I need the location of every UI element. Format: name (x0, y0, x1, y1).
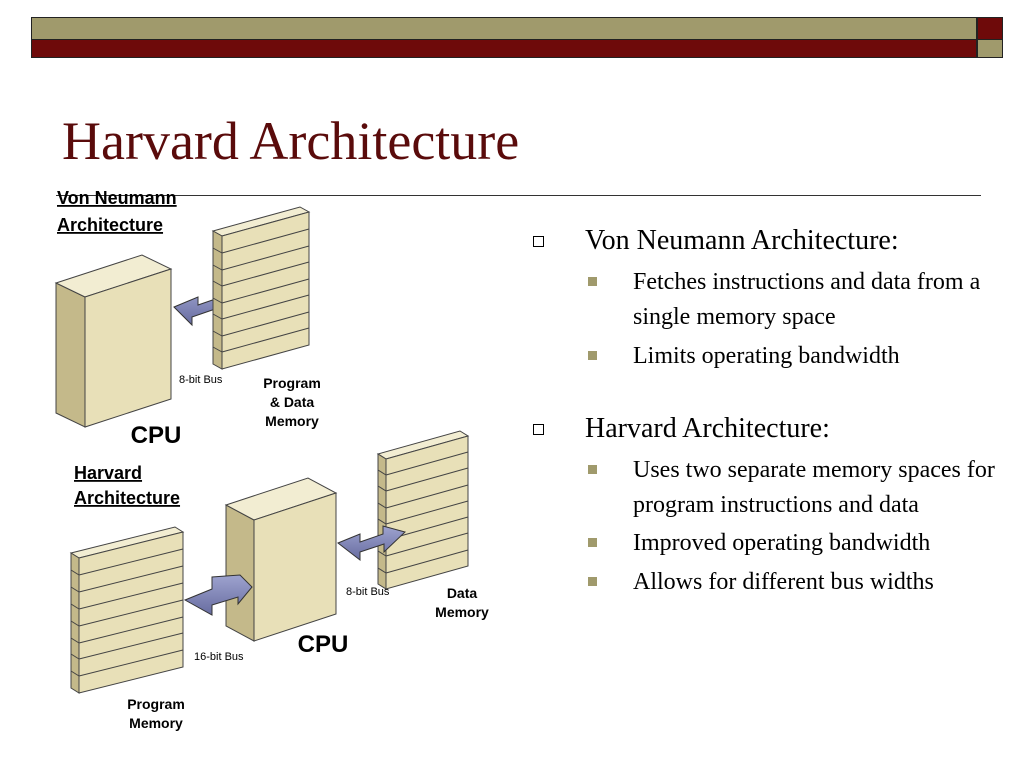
header-band-maroon (31, 40, 977, 58)
slide-title: Harvard Architecture (62, 111, 520, 171)
sub-bullet-text: Limits operating bandwidth (633, 342, 900, 369)
sub-bullet: Limits operating bandwidth (530, 339, 1010, 374)
harvard-heading-line2: Architecture (74, 488, 180, 508)
sub-bullet: Fetches instructions and data from a sin… (530, 265, 1010, 335)
header-band-olive (31, 17, 977, 40)
sub-bullet-text: Allows for different bus widths (633, 569, 934, 596)
sub-bullet: Uses two separate memory spaces for prog… (530, 453, 1010, 523)
title-rule (56, 195, 981, 196)
bullet-list: Von Neumann Architecture: Fetches instru… (530, 225, 1010, 604)
hollow-square-bullet-icon (533, 236, 544, 247)
harvard-program-memory-stack (69, 526, 185, 694)
hollow-square-bullet-icon (533, 423, 544, 435)
sub-bullet-text: Improved operating bandwidth (633, 530, 931, 557)
harvard-data-memory-line2: Memory (435, 604, 489, 620)
harvard-heading-line1: Harvard (74, 463, 142, 483)
filled-square-bullet-icon (588, 577, 597, 587)
harvard-data-memory-line1: Data (447, 585, 478, 601)
bullet-harvard: Harvard Architecture: (530, 413, 1010, 445)
filled-square-bullet-icon (588, 464, 597, 474)
bullet-text: Von Neumann Architecture: (585, 225, 899, 256)
von-neumann-bus-label: 8-bit Bus (179, 374, 223, 386)
von-neumann-heading-line1: Von Neumann (57, 188, 177, 208)
sub-bullet-text: Uses two separate memory spaces for prog… (633, 456, 995, 518)
von-neumann-memory-label-line2: & Data (270, 394, 315, 410)
header-corner-olive (977, 40, 1003, 58)
filled-square-bullet-icon (588, 277, 597, 287)
von-neumann-memory-stack (211, 206, 311, 370)
von-neumann-memory-label-line1: Program (263, 375, 321, 391)
harvard-program-memory-line1: Program (127, 696, 185, 712)
harvard-data-bus-arrow (337, 525, 406, 562)
header-corner-maroon (977, 17, 1003, 40)
harvard-cpu-box (224, 477, 338, 642)
bullet-spacer (530, 378, 1010, 413)
bullet-text: Harvard Architecture: (585, 412, 830, 444)
von-neumann-heading-line2: Architecture (57, 215, 163, 235)
filled-square-bullet-icon (588, 538, 597, 548)
harvard-data-bus-label: 8-bit Bus (346, 586, 390, 598)
filled-square-bullet-icon (588, 350, 597, 360)
sub-bullet: Allows for different bus widths (530, 565, 1010, 600)
architecture-diagram: Von Neumann Architecture 8-bit Bus Progr… (54, 188, 489, 731)
sub-bullet-text: Fetches instructions and data from a sin… (633, 269, 981, 330)
sub-bullet: Improved operating bandwidth (530, 526, 1010, 561)
von-neumann-memory-label-line3: Memory (265, 413, 319, 429)
von-neumann-cpu-label: CPU (131, 422, 182, 449)
von-neumann-cpu-box (54, 254, 173, 428)
harvard-program-bus-label: 16-bit Bus (194, 651, 244, 663)
bullet-von-neumann: Von Neumann Architecture: (530, 225, 1010, 257)
harvard-data-memory-stack (376, 430, 470, 590)
harvard-cpu-label: CPU (298, 631, 349, 658)
harvard-program-memory-line2: Memory (129, 715, 183, 731)
harvard-program-bus-arrow (183, 574, 253, 616)
